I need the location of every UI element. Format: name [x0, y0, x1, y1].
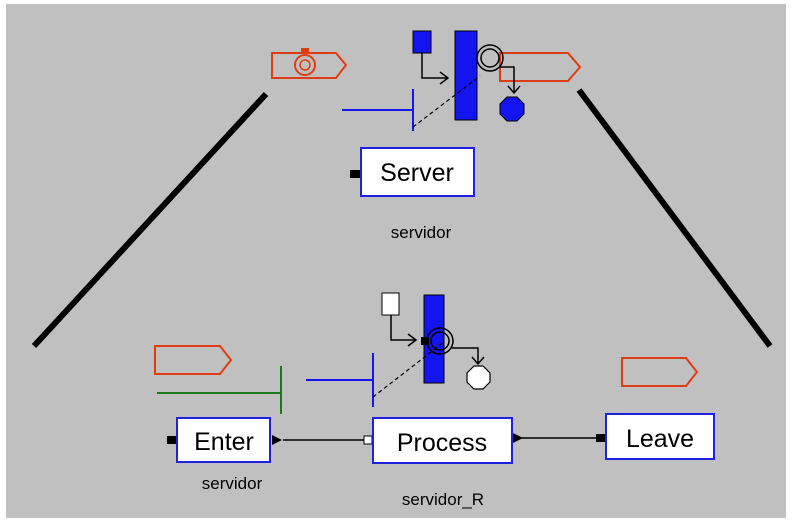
server-label: Server [380, 159, 454, 187]
top-left-tag[interactable] [271, 48, 348, 79]
leave-label: Leave [626, 425, 694, 453]
top-sink-octagon[interactable] [499, 96, 525, 122]
enter-label: Enter [194, 428, 254, 456]
bottom-sink-octagon[interactable] [466, 365, 491, 390]
top-right-tag[interactable] [499, 52, 582, 82]
bottom-entry-arrow [390, 315, 415, 341]
enter-node[interactable]: Enter [167, 417, 282, 463]
bottom-left-tag[interactable] [154, 345, 233, 375]
process-caption: servidor_R [402, 490, 484, 509]
top-entry-arrow [421, 53, 447, 79]
enter-caption: servidor [202, 474, 263, 493]
bottom-source-square[interactable] [381, 292, 400, 316]
ring-icon [294, 54, 316, 76]
top-source-square[interactable] [412, 30, 432, 54]
server-caption: servidor [391, 223, 452, 242]
leave-node[interactable]: Leave [596, 413, 715, 460]
bottom-dashed-link [372, 341, 445, 398]
bottom-exit-arrow [452, 347, 479, 363]
top-resource-ring-icon [476, 44, 504, 72]
right-thick-connector [576, 88, 773, 348]
top-queue-bar[interactable] [454, 30, 478, 121]
process-label: Process [397, 429, 487, 457]
server-node[interactable]: Server [350, 147, 475, 197]
bottom-right-tag[interactable] [621, 357, 699, 387]
left-thick-connector [31, 91, 269, 349]
process-node[interactable]: Process [363, 417, 523, 464]
top-dashed-link [412, 75, 481, 128]
top-exit-arrow [500, 66, 515, 92]
